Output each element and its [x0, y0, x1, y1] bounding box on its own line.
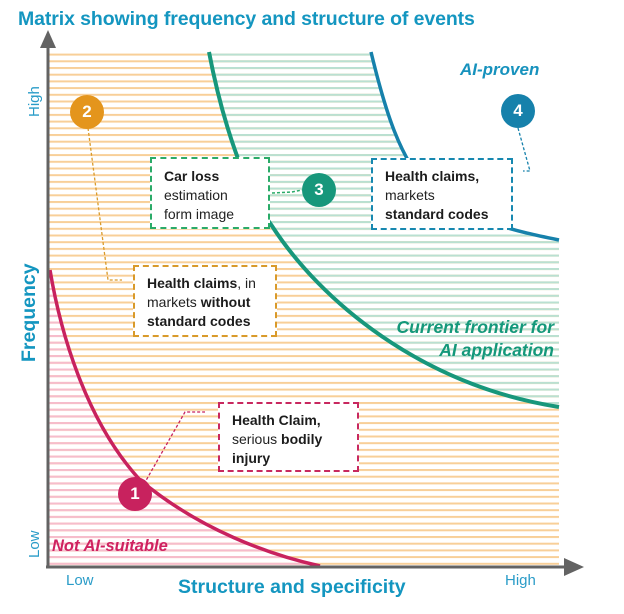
curve-frontier — [207, 51, 560, 409]
callout-1-bold1: Health Claim, — [232, 412, 321, 428]
x-axis-arrow — [564, 558, 584, 576]
callout-4-normal1: markets — [385, 187, 435, 203]
callout-3-normal1: estimation — [164, 187, 228, 203]
callout-1-bold2: bodily — [281, 431, 323, 447]
y-tick-high: High — [26, 86, 43, 117]
frontier-line-2: AI application — [439, 340, 554, 360]
y-axis-label: Frequency — [18, 263, 40, 362]
callout-2-bold3: standard codes — [147, 313, 251, 329]
callout-1: Health Claim, serious bodily injury — [218, 402, 359, 472]
marker-4: 4 — [501, 94, 535, 128]
callout-4-bold2: standard codes — [385, 206, 489, 222]
callout-3-bold1: Car loss — [164, 168, 220, 184]
callout-2-bold1: Health claims — [147, 275, 238, 291]
region-label-frontier: Current frontier for AI application — [360, 316, 555, 362]
callout-2-normal1: , in — [237, 275, 256, 291]
x-tick-high: High — [505, 572, 536, 589]
region-label-not-suitable: Not AI-suitable — [52, 537, 168, 555]
callout-4-bold1: Health claims, — [385, 168, 480, 184]
zone-not-suitable — [48, 268, 320, 566]
frontier-line-1: Current frontier for — [396, 317, 555, 337]
leader-2 — [87, 127, 122, 281]
callout-3: Car loss estimation form image — [150, 157, 270, 229]
callout-4: Health claims, markets standard codes — [371, 158, 513, 230]
callout-2-bold2: without — [200, 294, 251, 310]
leader-3 — [271, 189, 303, 194]
callout-2: Health claims, in markets without standa… — [133, 265, 277, 337]
marker-2: 2 — [70, 95, 104, 129]
leader-1 — [143, 411, 205, 485]
region-label-ai-proven: AI-proven — [460, 60, 540, 79]
diagram-title: Matrix showing frequency and structure o… — [18, 8, 475, 30]
marker-3: 3 — [302, 173, 336, 207]
y-axis-arrow — [40, 30, 56, 48]
callout-3-normal2: form image — [164, 206, 235, 222]
x-tick-low: Low — [66, 572, 94, 589]
y-tick-low: Low — [26, 530, 43, 558]
callout-1-normal1: serious — [232, 431, 278, 447]
callout-2-normal2: markets — [147, 294, 197, 310]
callout-1-bold3: injury — [232, 450, 271, 466]
x-axis-label: Structure and specificity — [178, 576, 406, 598]
marker-1: 1 — [118, 477, 152, 511]
